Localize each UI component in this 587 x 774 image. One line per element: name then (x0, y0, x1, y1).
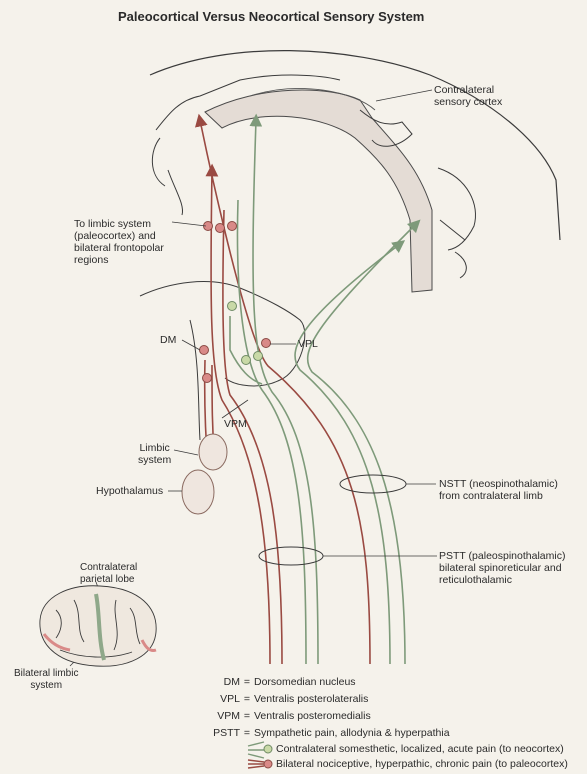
legend-neo-symbol (248, 742, 264, 758)
cortex-gray-band (205, 90, 432, 292)
legend-row-dm: DM=Dorsomedian nucleus (186, 676, 356, 688)
legend-row-vpl: VPL=Ventralis posterolateralis (186, 693, 368, 705)
label-vpm: VPM (224, 418, 247, 430)
label-dm: DM (160, 334, 176, 346)
label-vpl: VPL (298, 338, 318, 350)
brainstem-outline (190, 320, 200, 440)
legend-row-pstt: PSTT=Sympathetic pain, allodynia & hyper… (186, 727, 450, 739)
legend-row-neo-pathway: Contralateral somesthetic, localized, ac… (276, 743, 564, 755)
label-limbic-system: Limbic system (138, 442, 171, 466)
diagram-title: Paleocortical Versus Neocortical Sensory… (118, 9, 424, 24)
inset-brain (40, 586, 156, 666)
label-hypothalamus: Hypothalamus (96, 485, 163, 497)
label-pstt: PSTT (paleospinothalamic) bilateral spin… (439, 550, 565, 586)
paleo-pathways (200, 120, 370, 664)
label-inset-limbic: Bilateral limbic system (14, 668, 78, 692)
legend-row-paleo-pathway: Bilateral nociceptive, hyperpathic, chro… (276, 758, 568, 770)
label-contralateral-sensory-cortex: Contralateral sensory cortex (434, 84, 502, 108)
label-limbic-target: To limbic system (paleocortex) and bilat… (74, 218, 164, 266)
legend-paleo-symbol (248, 760, 264, 768)
limbic-system-ellipse (199, 434, 227, 470)
label-inset-parietal: Contralateral parietal lobe (80, 562, 137, 586)
neo-pathways (230, 120, 416, 664)
label-nstt: NSTT (neospinothalamic) from contralater… (439, 478, 558, 502)
legend-neo-nucleus (264, 745, 272, 753)
legend-paleo-nucleus (264, 760, 272, 768)
legend-row-vpm: VPM=Ventralis posteromedialis (186, 710, 371, 722)
pstt-ellipse (259, 547, 323, 565)
hypothalamus-ellipse (182, 470, 214, 514)
